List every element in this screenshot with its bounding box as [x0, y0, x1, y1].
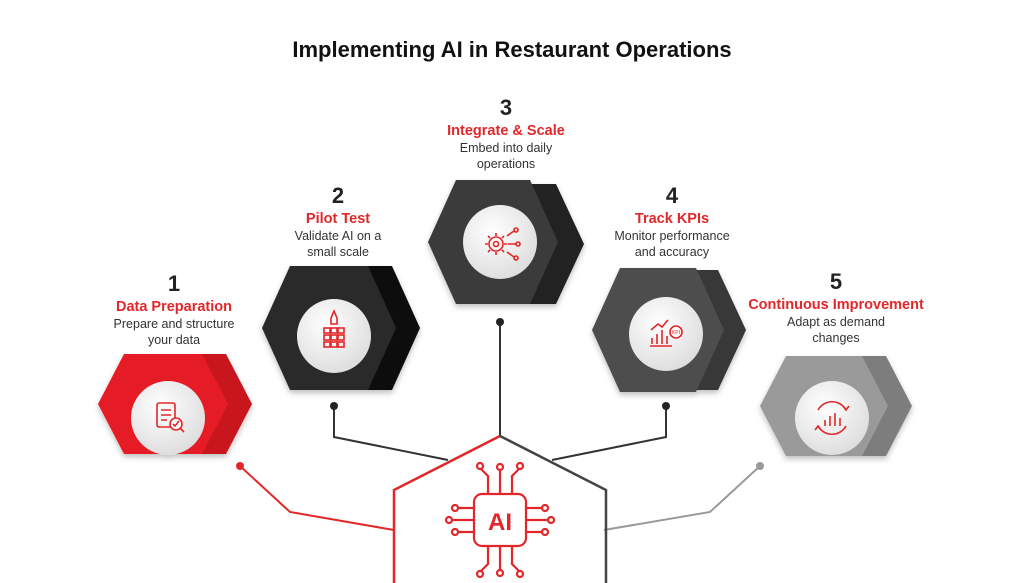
step-1-label: 1 Data Preparation Prepare and structure…: [54, 272, 294, 348]
hub-label: AI: [488, 509, 512, 536]
step-4-title: Track KPIs: [634, 211, 710, 227]
step-5-desc-line2: changes: [812, 331, 860, 345]
hub-outline-left: [392, 434, 501, 583]
step-1-hexagon: [98, 354, 252, 455]
rocket-grid-icon: [323, 308, 345, 348]
connector-dot-3: [496, 318, 504, 326]
improvement-cycle-icon: [814, 401, 850, 435]
step-2-title: Pilot Test: [305, 211, 371, 227]
step-1-desc-line1: Prepare and structure: [113, 317, 235, 331]
kpi-chart-icon: KPI: [650, 319, 683, 347]
step-4-label: 4 Track KPIs Monitor performance and acc…: [552, 184, 792, 260]
step-5-label: 5 Continuous Improvement Adapt as demand…: [716, 270, 956, 346]
step-2-desc-line1: Validate AI on a: [294, 229, 382, 243]
step-2-number: 2: [331, 183, 345, 208]
connector-dot-4: [662, 402, 670, 410]
step-3-desc-line2: operations: [476, 157, 536, 171]
step-2-label: 2 Pilot Test Validate AI on a small scal…: [218, 184, 458, 260]
step-5-desc-line1: Adapt as demand: [787, 315, 885, 329]
page-title: Implementing AI in Restaurant Operations: [292, 37, 732, 62]
step-4-desc-line1: Monitor performance: [614, 229, 730, 243]
gear-network-icon: [485, 227, 521, 261]
connector-step-5: [603, 465, 761, 531]
hub-outline-right: [499, 434, 608, 583]
connector-step-4: [551, 406, 667, 461]
step-1-title: Data Preparation: [115, 299, 233, 315]
step-1-number: 1: [167, 271, 181, 296]
step-5-number: 5: [829, 269, 843, 294]
report-analysis-icon: [156, 402, 185, 433]
connector-lines: [236, 318, 764, 531]
connector-step-1: [239, 465, 395, 531]
ai-chip-icon: [444, 461, 556, 579]
connector-step-2: [333, 406, 449, 461]
hub: AI: [392, 434, 608, 583]
step-1-desc-line2: your data: [147, 333, 201, 347]
step-3-hexagon: [428, 180, 584, 304]
step-3-title: Integrate & Scale: [447, 123, 565, 139]
step-3-label: 3 Integrate & Scale Embed into daily ope…: [386, 96, 626, 172]
step-5-hexagon: [760, 356, 912, 456]
svg-text:KPI: KPI: [672, 330, 680, 336]
step-5-title: Continuous Improvement: [748, 297, 924, 313]
step-3-desc-line1: Embed into daily: [459, 141, 553, 155]
step-4-desc-line2: and accuracy: [634, 245, 710, 259]
connector-dot-1: [236, 462, 244, 470]
connector-dot-2: [330, 402, 338, 410]
step-4-number: 4: [665, 183, 679, 208]
step-3-number: 3: [499, 95, 513, 120]
step-2-desc-line2: small scale: [307, 245, 369, 259]
connector-dot-5: [756, 462, 764, 470]
